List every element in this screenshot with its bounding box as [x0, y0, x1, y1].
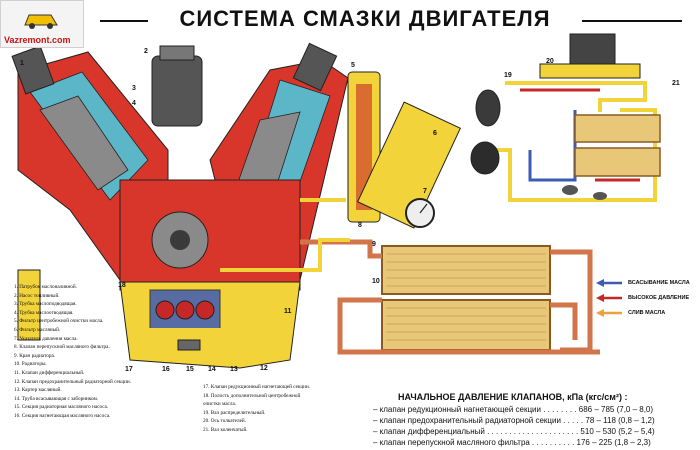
callout-18: 18	[118, 282, 126, 289]
callout-7: 7	[423, 188, 427, 195]
legend-item: 7. Указатель давления масла.	[14, 335, 78, 342]
legend-item: 12. Клапан предохранительный радиаторной…	[14, 378, 131, 385]
valve-row-safety: – клапан предохранительный радиаторной с…	[373, 416, 655, 425]
legend-item: очистки масла.	[203, 401, 237, 408]
legend-item: 2. Насос топливный.	[14, 292, 60, 299]
radiators	[381, 245, 551, 351]
callout-21: 21	[672, 80, 680, 87]
legend-item: 19. Вал распределительный.	[203, 409, 266, 416]
legend-item: 16. Секция нагнетающая масляного насоса.	[14, 412, 111, 419]
title-rule-left	[100, 20, 148, 22]
oil-lines	[138, 198, 350, 332]
page-title: СИСТЕМА СМАЗКИ ДВИГАТЕЛЯ	[179, 6, 551, 31]
callout-8: 8	[358, 222, 362, 229]
legend-item: 15. Секция радиаторная масляного насоса.	[14, 404, 109, 411]
valve-row-differential: – клапан дифференциальный . . . . . . . …	[373, 427, 655, 436]
legend-item: 13. Картер масляный.	[14, 387, 62, 394]
legend-item: 10. Радиаторы.	[14, 361, 47, 368]
legend-item: 18. Полость дополнительной центробежной	[203, 392, 301, 399]
callout-9: 9	[372, 241, 376, 248]
callout-19: 19	[504, 72, 512, 79]
component-legend-2: 17. Клапан редукционный нагнетающей секц…	[203, 383, 363, 435]
legend-item: 11. Клапан дифференциальный.	[14, 369, 85, 376]
callout-12: 12	[260, 365, 268, 372]
legend-item: 8. Клапан перепускной масляного фильтра.	[14, 344, 110, 351]
callout-3: 3	[132, 85, 136, 92]
fuel-pump	[151, 45, 203, 127]
oil-filter	[356, 101, 462, 229]
title-rule-right	[582, 20, 682, 22]
callout-15: 15	[186, 366, 194, 373]
callout-5: 5	[351, 62, 355, 69]
legend-item: 6. Фильтр масляный.	[14, 326, 61, 333]
callout-10: 10	[372, 278, 380, 285]
valve-row-reducing: – клапан редукционный нагнетающей секции…	[373, 405, 654, 414]
legend-item: 9. Кран радиатора.	[14, 352, 56, 359]
legend-item: 5. Фильтр центробежной очистки масла.	[14, 318, 104, 325]
callout-2: 2	[144, 48, 148, 55]
pressure-gauge	[405, 198, 435, 228]
legend-item: 17. Клапан редукционный нагнетающей секц…	[203, 384, 311, 390]
component-legend: 1. Патрубок маслоналивной. 2. Насос топли…	[14, 283, 174, 421]
callout-14: 14	[208, 366, 216, 373]
schematic	[470, 33, 661, 202]
oil-sump	[17, 269, 301, 369]
key-drain-label: СЛИВ МАСЛА	[628, 310, 666, 316]
callout-17: 17	[125, 366, 133, 373]
callout-6: 6	[433, 130, 437, 137]
legend-item: 21. Вал коленчатый.	[203, 426, 248, 433]
callout-1: 1	[20, 60, 24, 67]
legend-item: 14. Труба всасывающая с заборником.	[14, 395, 99, 402]
legend-item: 4. Трубка маслоотводящая.	[14, 309, 74, 316]
valve-row-bypass: – клапан перепускной масляного фильтра .…	[373, 438, 651, 447]
key-suction-label: ВСАСЫВАНИЕ МАСЛА	[628, 280, 690, 286]
vazremont-logo: Vazremont.com	[0, 0, 84, 48]
legend-item: 20. Ось толкателей.	[203, 418, 246, 425]
key-high-pressure-label: ВЫСОКОЕ ДАВЛЕНИЕ	[628, 295, 690, 301]
callout-16: 16	[162, 366, 170, 373]
crankshaft	[119, 179, 301, 291]
logo-text: Vazremont.com	[4, 35, 71, 45]
car-icon	[24, 14, 58, 29]
callout-4: 4	[132, 100, 136, 107]
legend-item: 1. Патрубок маслоналивной.	[14, 284, 77, 290]
valve-pressure-title: НАЧАЛЬНОЕ ДАВЛЕНИЕ КЛАПАНОВ, кПа (кгс/см…	[398, 392, 628, 402]
flow-key-arrows	[596, 279, 622, 317]
legend-item: 3. Трубка маслоподводящая.	[14, 301, 77, 308]
callout-20: 20	[546, 58, 554, 65]
callout-13: 13	[230, 366, 238, 373]
callout-11: 11	[284, 308, 292, 315]
